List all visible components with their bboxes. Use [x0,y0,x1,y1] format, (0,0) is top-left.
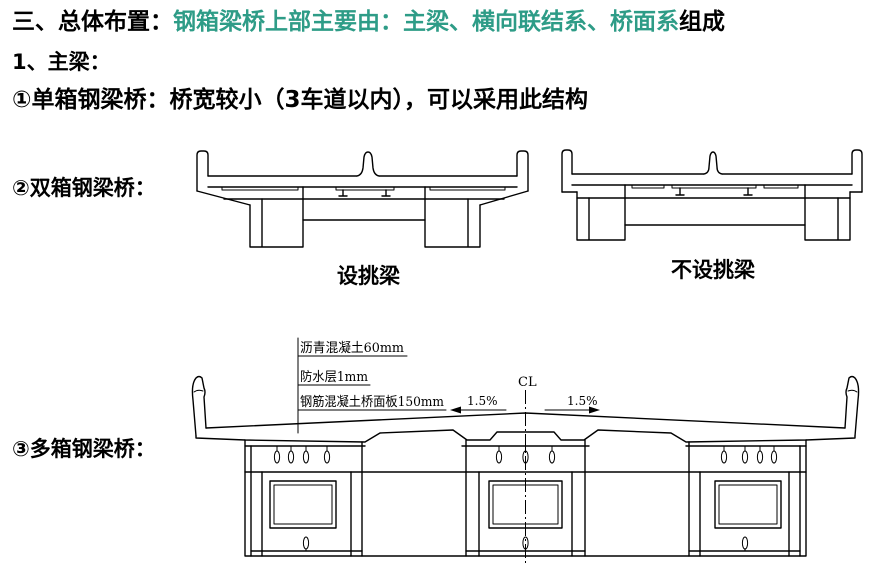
left-cantilever-bracket [196,190,251,206]
left-parapet [191,375,207,437]
waterproof-layer-label: 防水层1mm [300,369,368,385]
right-cantilever-bracket [479,190,529,206]
concrete-deck-label: 钢筋混凝土桥面板150mm [300,394,444,410]
top-flange-stiffener [548,445,556,464]
left-box-opening-stiffener [273,484,333,525]
top-flange-stiffener [273,445,281,464]
top-flange-plate [221,186,299,191]
title-suffix: 组成 [679,9,725,35]
title-prefix: 三、总体布置： [12,9,173,35]
deck-slab-soffit [195,429,856,443]
top-flange-plate [631,184,665,189]
cross-beam [576,197,851,226]
with-cantilever-caption: 设挑梁 [337,264,400,288]
left-parapet-groove [193,389,204,393]
left-box-girder [249,186,304,248]
right-slope-label: 1.5% [567,394,598,408]
right-parapet-groove [847,389,858,393]
single-box-item: ①单箱钢梁桥：桥宽较小（3车道以内），可以采用此结构 [12,87,588,114]
bottom-flange-stiffener [302,536,310,552]
single-box-label: ①单箱钢梁桥： [12,87,170,113]
right-box-webs [688,441,801,557]
bottom-flange-stiffener [741,536,749,552]
multi-box-label: ③多箱钢梁桥： [12,437,156,461]
double-box-label: ②双箱钢梁桥： [12,176,156,200]
left-slope-label: 1.5% [467,394,498,408]
right-box-girder [804,184,851,241]
left-parapet [196,150,209,192]
left-box-webs [250,441,363,557]
right-parapet [516,150,529,192]
section-title: 1、主梁： [12,50,111,74]
top-flange-plate [671,184,757,189]
cross-beam [223,198,505,221]
left-slope-arrowhead [450,406,461,414]
top-flange-stiffener [741,445,749,464]
top-flange-stiffener [720,445,728,464]
stringer [743,187,753,196]
right-box-girder [424,186,481,248]
double-box-cantilever-section [196,150,529,248]
left-box-diaphragm-opening [269,480,337,529]
stringer [338,189,348,197]
right-box-opening-stiffener [718,484,778,525]
top-flange-stiffener [302,445,310,464]
top-flange-plate [429,186,506,191]
stringer [675,187,685,196]
top-flange-plate [335,186,395,191]
centerline-label: CL [518,375,537,390]
single-box-description: 桥宽较小（3车道以内），可以采用此结构 [169,87,588,113]
top-flange-stiffener [287,445,295,464]
left-box-girder [576,184,626,241]
top-flange-stiffener [323,445,331,464]
cross-slope-indicators: CL 1.5% 1.5% [450,375,600,414]
page-title: 三、总体布置：钢箱梁桥上部主要由：主梁、横向联结系、桥面系组成 [12,9,725,36]
top-flange-stiffener [495,445,503,464]
right-parapet [851,149,863,193]
top-flange-stiffener [770,445,778,464]
multi-box-section [191,375,860,566]
median-barrier [356,151,380,177]
right-box-diaphragm-opening [714,480,782,529]
without-cantilever-caption: 不设挑梁 [671,258,755,282]
title-highlight: 钢箱梁桥上部主要由：主梁、横向联结系、桥面系 [173,9,679,35]
top-flange-plate [763,184,799,189]
median-barrier [703,151,723,175]
double-box-no-cantilever-section [561,149,863,241]
left-parapet [561,149,573,193]
center-box-webs [465,439,586,557]
right-parapet [844,375,860,437]
top-flange-stiffener [756,445,764,464]
asphalt-layer-label: 沥青混凝土60mm [300,340,404,356]
stringer [381,189,391,197]
right-slope-arrowhead [589,406,600,414]
deck-layer-annotations: 沥青混凝土60mm 防水层1mm 钢筋混凝土桥面板150mm [297,337,447,434]
